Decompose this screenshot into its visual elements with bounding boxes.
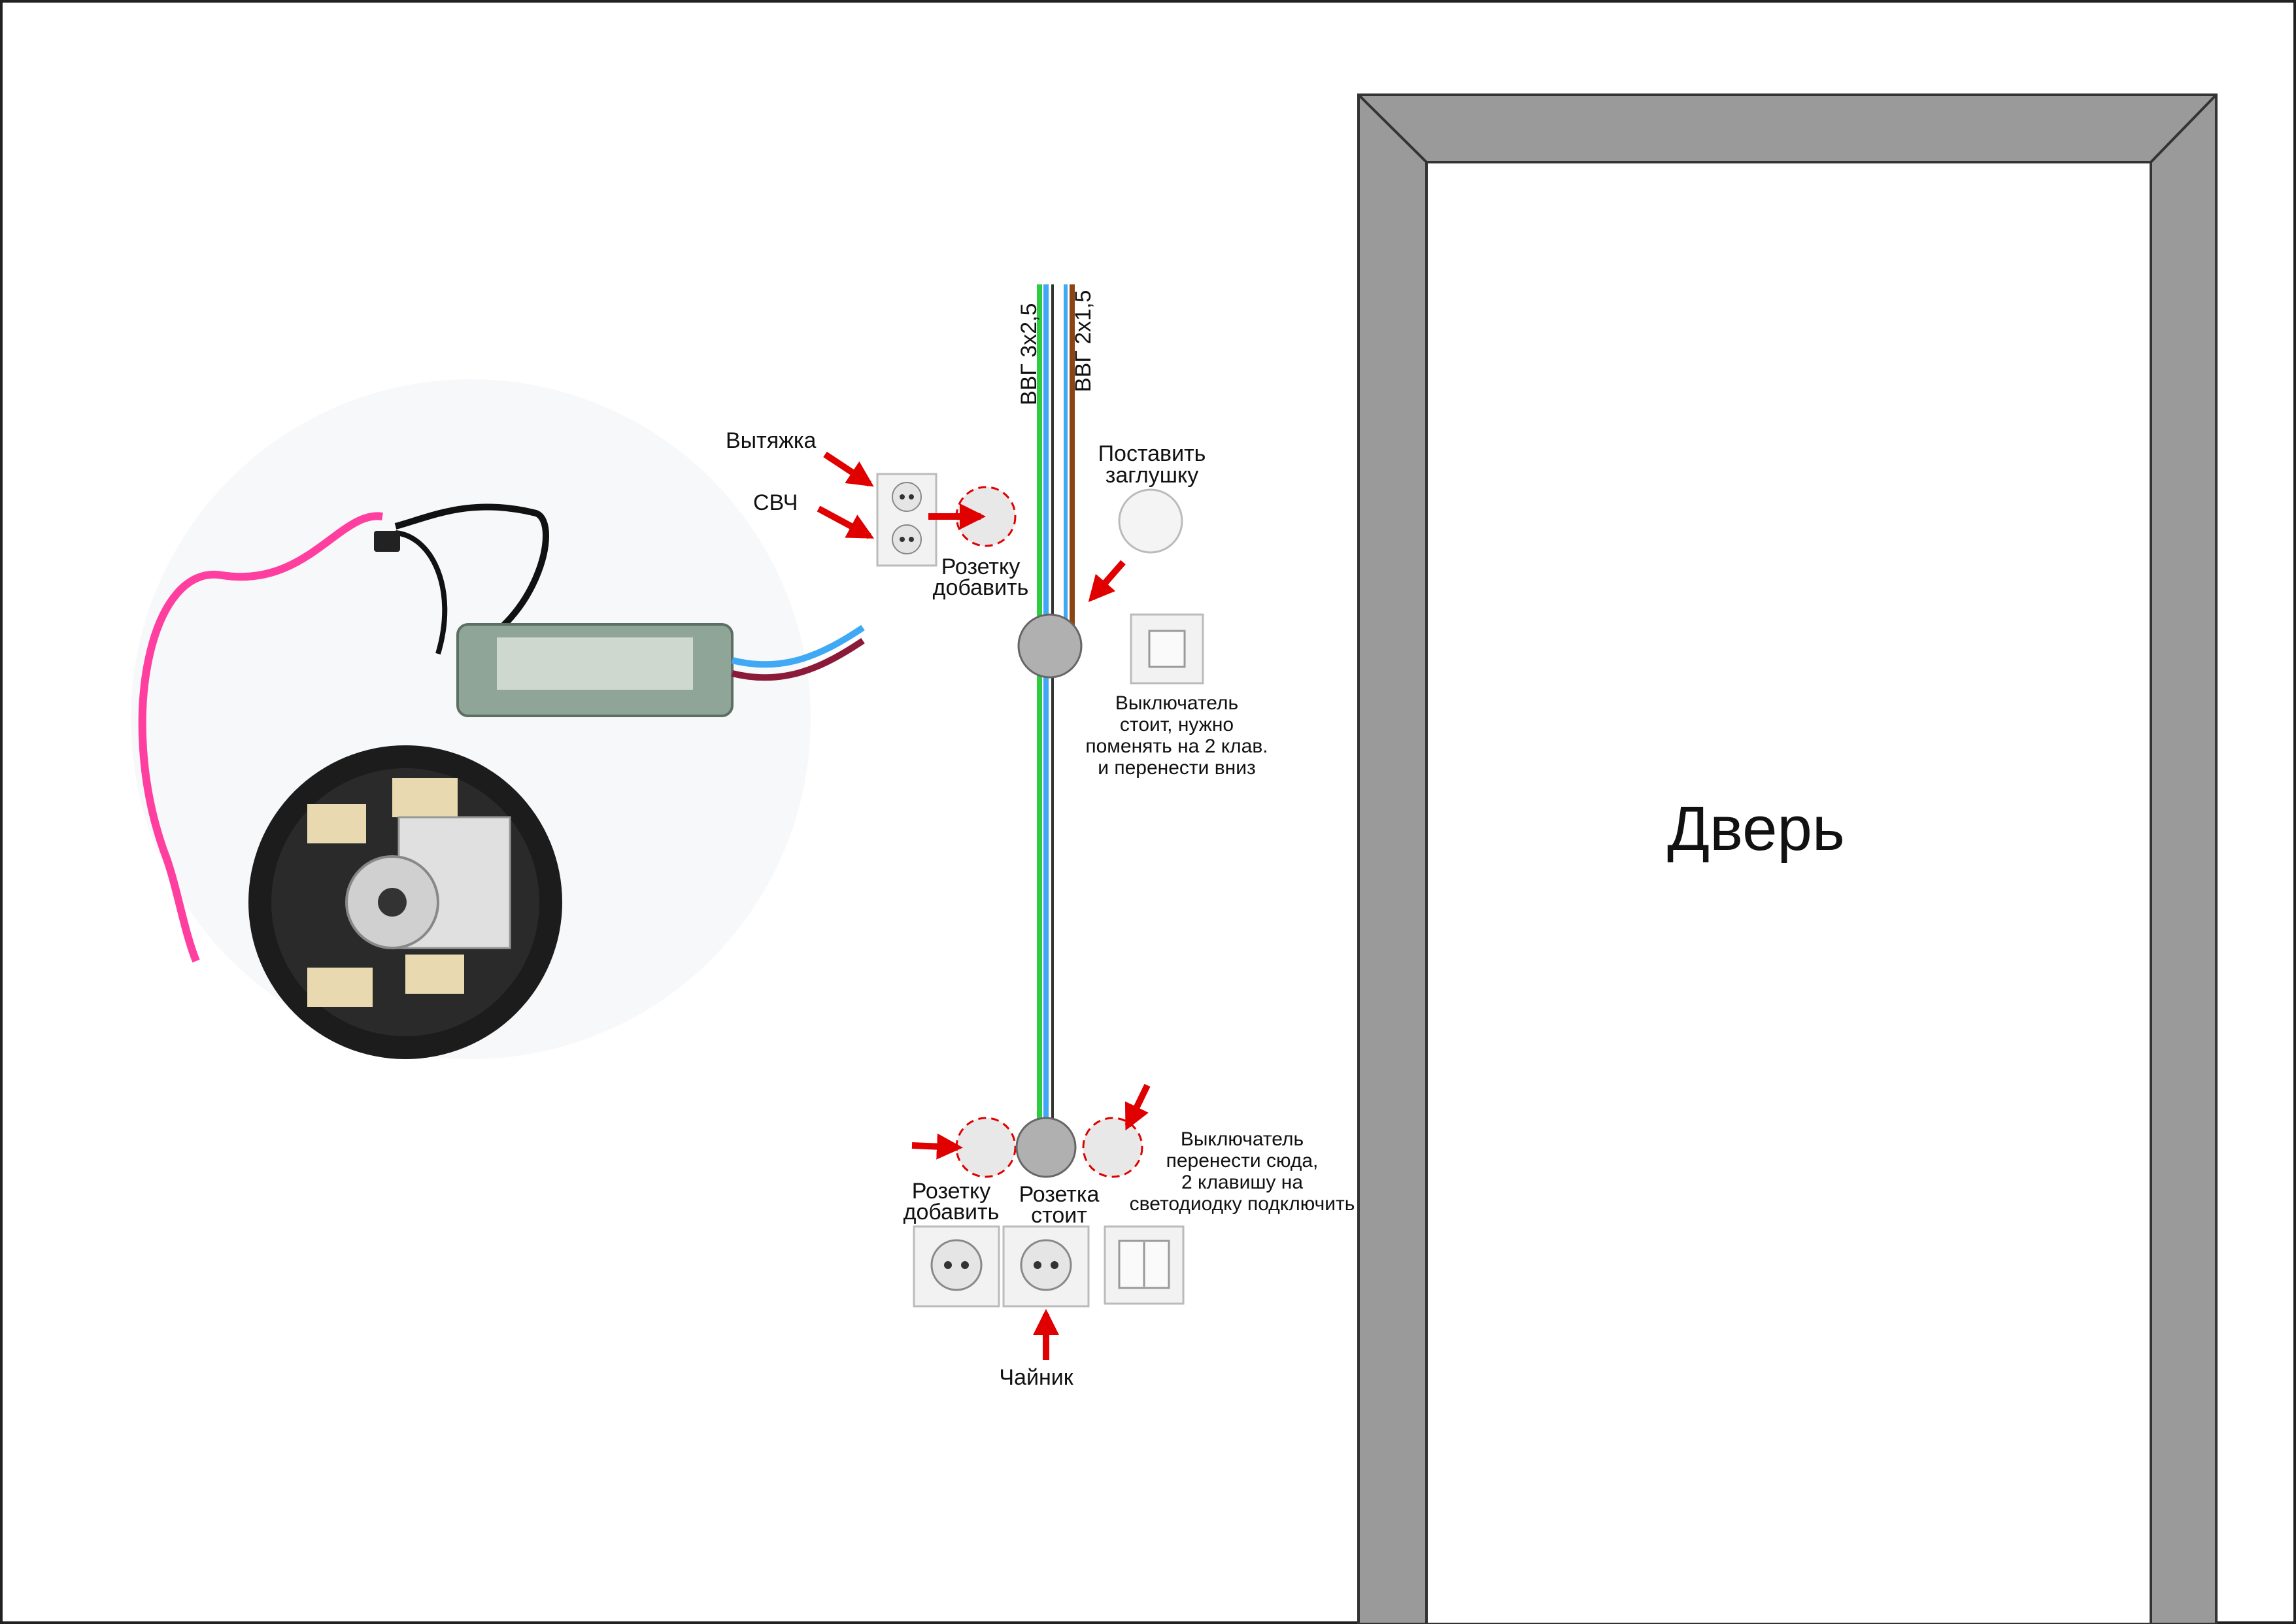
label-switch-top-4: и перенести вниз [1098,757,1256,779]
label-socket-exists-1: Розетка [1019,1182,1100,1207]
bottom-socket-new [913,1225,1000,1308]
arrow-microwave [817,505,875,539]
label-add-socket-bottom-2: добавить [903,1200,1000,1225]
label-switch-move-1: Выключатель [1181,1128,1304,1150]
label-add-socket-top-1: Розетку [941,554,1021,579]
bottom-double-switch [1104,1225,1185,1305]
label-switch-top-3: поменять на 2 клав. [1085,736,1268,757]
junction-box-bottom [1015,1117,1077,1178]
label-hood: Вытяжка [726,428,816,453]
junction-box-top [1017,613,1083,679]
arrow-planned-switch [1124,1083,1151,1131]
power-supply [456,623,865,717]
label-kettle: Чайник [999,1365,1073,1390]
arrow-planned-socket-bottom [911,1133,963,1160]
label-switch-top-2: стоит, нужно [1120,714,1234,736]
top-double-socket [876,473,937,567]
label-add-socket-top-2: добавить [933,575,1029,600]
door: Дверь [1357,93,2218,1624]
top-single-switch [1130,613,1204,685]
blank-plate [1118,488,1183,554]
label-switch-move-4: светодиодку подключить [1130,1193,1355,1215]
label-add-socket-bottom-1: Розетку [912,1179,991,1204]
led-reel [248,745,562,1059]
label-socket-exists-2: стоит [1031,1203,1087,1228]
planned-socket-bottom [955,1117,1017,1178]
bottom-socket-existing [1002,1225,1090,1308]
arrow-blank [1088,560,1126,603]
label-microwave: СВЧ [753,490,798,515]
cable-main-label: ВВГ 3х2,5 [1017,303,1041,405]
led-strip-illustration [131,379,865,1059]
door-leaf [1425,161,2152,1624]
label-switch-move-2: перенести сюда, [1166,1150,1319,1172]
arrow-hood [823,451,874,487]
label-blank-2: заглушку [1106,463,1199,488]
cables: ВВГ 3х2,5 ВВГ 2х1,5 [1017,284,1096,1151]
label-switch-move-3: 2 клавишу на [1181,1172,1303,1193]
label-switch-top-1: Выключатель [1115,692,1238,714]
label-blank-1: Поставить [1098,441,1206,466]
planned-switch-bottom [1082,1117,1143,1178]
door-label: Дверь [1667,794,1845,864]
cable-light-label: ВВГ 2х1,5 [1071,290,1096,392]
